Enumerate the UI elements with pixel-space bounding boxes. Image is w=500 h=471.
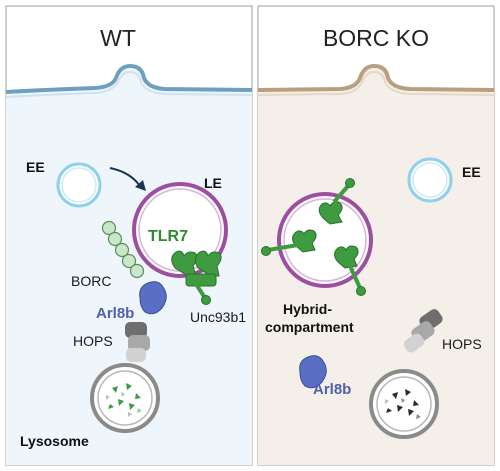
hops-left-label: HOPS (73, 333, 113, 349)
borc-label: BORC (71, 273, 111, 289)
hybrid-compartment-inner (283, 198, 367, 282)
ko-lysosome-fragments (385, 389, 421, 419)
hybrid-label-line2: compartment (265, 319, 354, 335)
ko-panel: BORC KO EE Hybrid- compartment (257, 5, 495, 466)
tlr7-receptor-left (171, 250, 222, 305)
arl8b-right-label: Arl8b (313, 381, 351, 398)
wt-early-endosome-inner (61, 167, 97, 203)
ko-title: BORC KO (323, 25, 429, 51)
hops-right-label: HOPS (442, 336, 482, 352)
receptor (334, 245, 359, 269)
receptor (292, 229, 317, 253)
ko-plasma-membrane (257, 63, 495, 92)
wt-panel: WT EE LE TLR7 BORC Arl8b HOPS (5, 5, 253, 466)
borc-bead (121, 253, 137, 269)
arl8b-right-protein (299, 355, 327, 389)
borc-bead (129, 263, 145, 279)
ko-early-endosome-inner (412, 162, 448, 198)
lysosome-fragments (106, 383, 142, 417)
ko-lysosome-inner (376, 376, 432, 432)
receptor-tip (261, 246, 271, 256)
lysosome (90, 363, 160, 433)
wt-title: WT (100, 25, 136, 51)
ee-right-label: EE (462, 164, 481, 180)
borc-bead (114, 242, 130, 258)
wt-early-endosome (56, 162, 102, 208)
wt-plasma-membrane (5, 63, 253, 94)
ko-membrane-inner (257, 70, 495, 96)
lysosome-inner (97, 370, 153, 426)
maturation-arrowhead (135, 180, 146, 191)
ko-lysosome (369, 369, 439, 439)
hops-right-block (403, 333, 425, 353)
ee-left-label: EE (26, 159, 45, 175)
borc-complex (101, 220, 145, 279)
hops-left-block (126, 348, 146, 362)
receptor-tip (356, 286, 366, 296)
unc93b1-label: Unc93b1 (190, 309, 246, 325)
maturation-arrow (109, 167, 141, 187)
borc-bead (107, 231, 123, 247)
borc-bead (101, 220, 117, 236)
tlr7-label: TLR7 (148, 228, 188, 245)
hops-left-complex (125, 322, 150, 362)
hops-left-block (128, 335, 150, 351)
lysosome-label: Lysosome (20, 433, 89, 449)
receptor-tip (345, 178, 355, 188)
arl8b-left-protein (139, 281, 167, 315)
ko-early-endosome (407, 157, 453, 203)
le-label: LE (204, 175, 222, 191)
tlr7-receptors-right (261, 178, 366, 296)
hybrid-label-line1: Hybrid- (283, 301, 332, 317)
hops-right-complex (403, 309, 443, 353)
wt-membrane-inner (5, 70, 253, 98)
receptor (318, 201, 343, 225)
receptor-tip (201, 295, 211, 305)
arl8b-left-label: Arl8b (96, 305, 134, 322)
hops-left-block (125, 322, 147, 338)
